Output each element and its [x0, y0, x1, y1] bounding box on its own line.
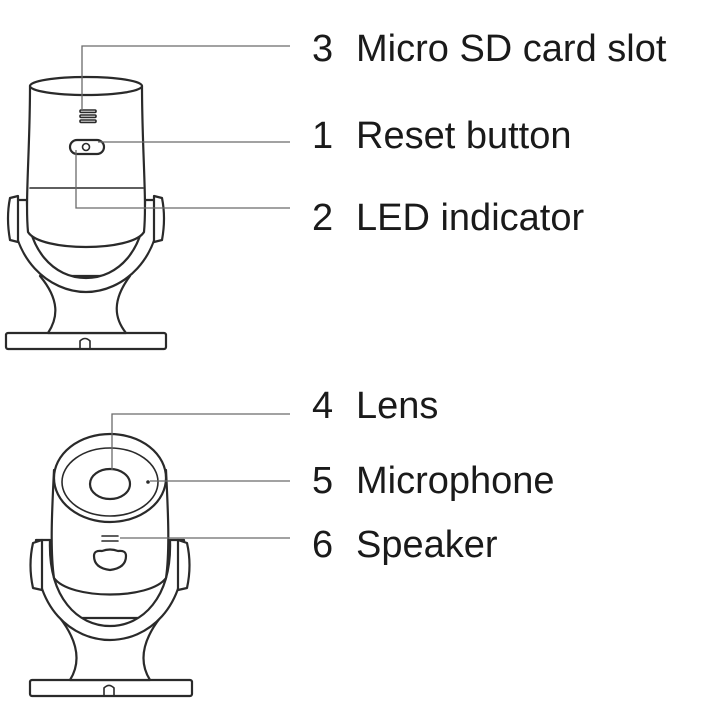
callout-1-number: 1	[312, 115, 333, 157]
front-base-plate	[28, 678, 194, 698]
front-left-knob	[29, 538, 44, 592]
callout-2-label: LED indicator	[356, 197, 584, 239]
leader-lines	[75, 45, 290, 539]
lens	[88, 467, 132, 501]
camera-rear-view	[4, 75, 168, 351]
rear-base-plate	[4, 331, 168, 351]
rear-mount-hook	[79, 337, 91, 350]
callout-5-label: Microphone	[356, 460, 555, 502]
leader-micro-sd	[81, 45, 290, 110]
callout-3-label: Micro SD card slot	[356, 28, 667, 70]
speaker	[101, 535, 119, 542]
camera-front-view	[28, 432, 194, 698]
led-indicator	[81, 142, 91, 152]
front-right-knob	[176, 538, 191, 592]
leader-lens	[111, 413, 290, 470]
front-yoke	[34, 538, 186, 642]
front-mount-hook	[103, 684, 115, 697]
callout-3-number: 3	[312, 28, 333, 70]
micro-sd-slot	[79, 109, 97, 124]
microphone	[146, 480, 150, 484]
leader-led	[75, 150, 290, 209]
reset-button	[68, 138, 106, 156]
callout-6-label: Speaker	[356, 524, 498, 566]
callout-5-number: 5	[312, 460, 333, 502]
callout-1-label: Reset button	[356, 115, 571, 157]
callout-6-number: 6	[312, 524, 333, 566]
front-face-inner	[61, 447, 159, 517]
rear-top-rim	[28, 75, 144, 97]
callout-4-number: 4	[312, 385, 333, 427]
callout-labels: 3 Micro SD card slot 1 Reset button 2 LE…	[312, 28, 667, 566]
rear-body	[25, 84, 147, 249]
front-bottom-notch	[92, 548, 128, 572]
callout-4-label: Lens	[356, 385, 438, 427]
callout-2-number: 2	[312, 197, 333, 239]
rear-right-knob	[152, 194, 166, 244]
rear-left-knob	[6, 194, 20, 244]
